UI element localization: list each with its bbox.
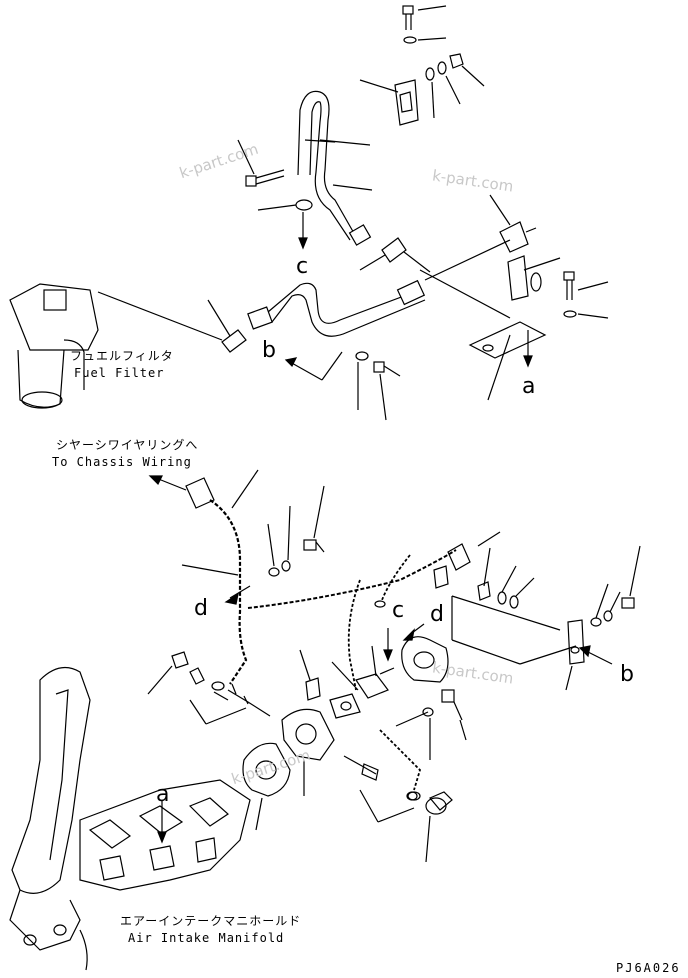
- c-arrow-mid: [383, 628, 393, 662]
- chassis-wiring-label-jp: シヤーシワイヤリングへ: [56, 438, 199, 452]
- ref-b-right: b: [620, 662, 634, 687]
- clamp-bracket: [359, 79, 419, 126]
- right-bracket: [565, 545, 641, 691]
- nut-washers: [425, 53, 485, 119]
- d-arrow-left: [224, 585, 251, 605]
- ref-a-bottom: a: [156, 782, 170, 807]
- sensor-mid: [331, 645, 395, 699]
- top-bolt: [402, 5, 447, 30]
- fuel-hose-main: [247, 239, 511, 337]
- cap-low: [406, 791, 453, 863]
- glow-plug-left: [213, 683, 271, 717]
- ref-c-top: c: [296, 254, 309, 279]
- connector-upper: [359, 237, 431, 273]
- connector-plug: [185, 477, 215, 509]
- wire-harness: [181, 469, 457, 801]
- hose-clip: [257, 199, 313, 250]
- manifold-label-en: Air Intake Manifold: [128, 931, 285, 945]
- bracket-lines: [451, 595, 577, 665]
- fuel-filter-fitting: [207, 299, 247, 353]
- drawing-code: PJ6A026: [616, 961, 681, 975]
- fuel-filter-label-en: Fuel Filter: [74, 366, 165, 380]
- bracket-clip: [433, 565, 449, 589]
- chassis-wiring-label-en: To Chassis Wiring: [52, 455, 192, 469]
- ref-b-left: b: [262, 338, 276, 363]
- group-bracket-left: [189, 699, 247, 725]
- ref-c-mid: c: [392, 598, 405, 623]
- bolt-right: [563, 271, 609, 319]
- mount-plate: [468, 321, 547, 401]
- b-arrow-right: [578, 645, 613, 665]
- ref-d-left: d: [194, 596, 208, 621]
- flange-gasket: [401, 636, 449, 683]
- bolt-upper-left: [147, 651, 205, 695]
- heater-gasket: [242, 742, 291, 831]
- fuel-hose-upper: [297, 90, 373, 246]
- intake-manifold: [9, 666, 251, 971]
- ref-a-right: a: [522, 374, 536, 399]
- right-fasteners: [477, 547, 535, 609]
- washers-mid: [267, 485, 325, 577]
- chassis-arrow: [148, 475, 187, 491]
- heater-housing: [281, 708, 335, 796]
- ref-d-mid: d: [430, 602, 444, 627]
- washer-bolt-mid: [395, 689, 467, 760]
- plug-small: [299, 649, 321, 701]
- sensor-top: [447, 531, 501, 571]
- gasket-mid: [329, 693, 361, 719]
- washer-bolt-lower: [355, 351, 401, 421]
- b-arrow-top: [284, 351, 343, 381]
- fuel-filter: [9, 283, 223, 409]
- manifold-label-jp: エアーインテークマニホールド: [120, 914, 302, 928]
- sensor-low: [343, 755, 415, 823]
- fuel-filter-label-jp: フュエルフィルタ: [70, 349, 174, 363]
- top-washer: [403, 36, 447, 44]
- tee-valve: [507, 255, 561, 301]
- bolt-left: [237, 139, 285, 187]
- elbow-fitting: [489, 194, 537, 253]
- d-arrow-mid: [402, 623, 425, 641]
